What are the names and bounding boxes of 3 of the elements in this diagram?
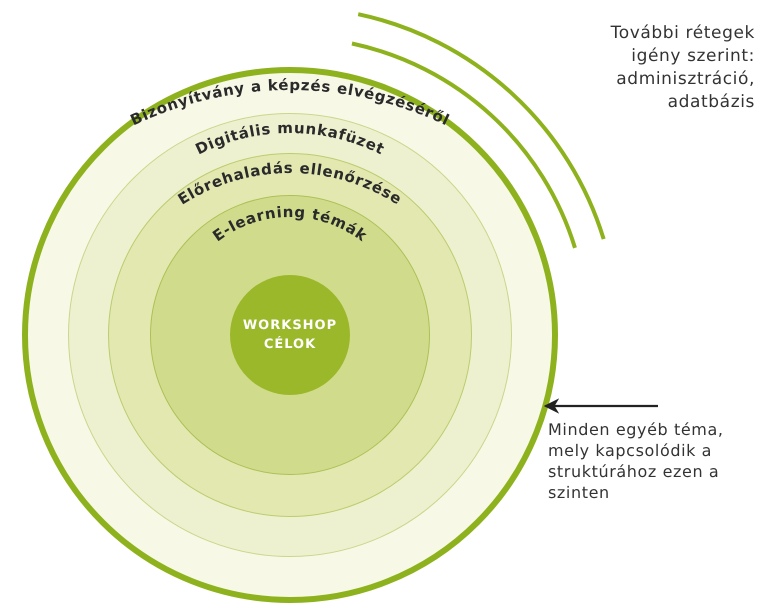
note-text: További rétegek igény szerint: adminisztráció, adatbázis	[610, 22, 755, 114]
center-label: WORKSHOP CÉLOK	[242, 317, 338, 354]
annotation-text: Minden egyéb téma, mely kapcsolódik a struktúrához ezen a szinten	[548, 405, 748, 503]
